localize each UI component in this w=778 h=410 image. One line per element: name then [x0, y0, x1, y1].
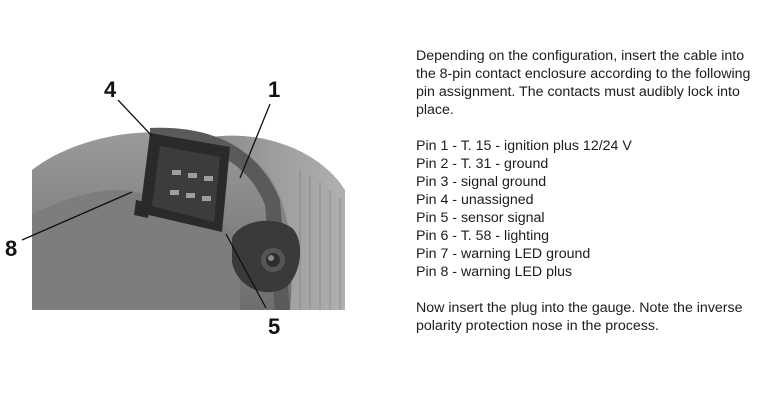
- callout-label-5: 5: [268, 314, 281, 339]
- paragraph-spacer: [416, 281, 766, 299]
- pin-assignment-list: Pin 1 - T. 15 - ignition plus 12/24 V Pi…: [416, 137, 766, 281]
- polarity-nose: [232, 220, 301, 293]
- intro-paragraph: Depending on the configuration, insert t…: [416, 48, 751, 118]
- pin-item: Pin 1 - T. 15 - ignition plus 12/24 V: [416, 138, 632, 154]
- connector-photo: 4 1 8 5: [5, 77, 345, 339]
- pin-item: Pin 4 - unassigned: [416, 192, 534, 208]
- instructions-text: Depending on the configuration, insert t…: [416, 47, 766, 335]
- pin-item: Pin 7 - warning LED ground: [416, 246, 591, 262]
- callout-leaders: [21, 99, 271, 309]
- pin-item: Pin 2 - T. 31 - ground: [416, 156, 549, 172]
- pin-connector: [134, 133, 230, 232]
- callout-label-4: 4: [104, 77, 117, 102]
- callout-label-8: 8: [5, 236, 18, 261]
- pin-item: Pin 6 - T. 58 - lighting: [416, 228, 550, 244]
- gauge-back-illustration: [21, 99, 345, 310]
- pin-item: Pin 5 - sensor signal: [416, 210, 545, 226]
- gauge-housing: [32, 127, 345, 310]
- pin-item: Pin 8 - warning LED plus: [416, 264, 573, 280]
- pin-item: Pin 3 - signal ground: [416, 174, 547, 190]
- callout-label-1: 1: [268, 77, 281, 102]
- outro-paragraph: Now insert the plug into the gauge. Note…: [416, 300, 743, 334]
- paragraph-spacer: [416, 119, 766, 137]
